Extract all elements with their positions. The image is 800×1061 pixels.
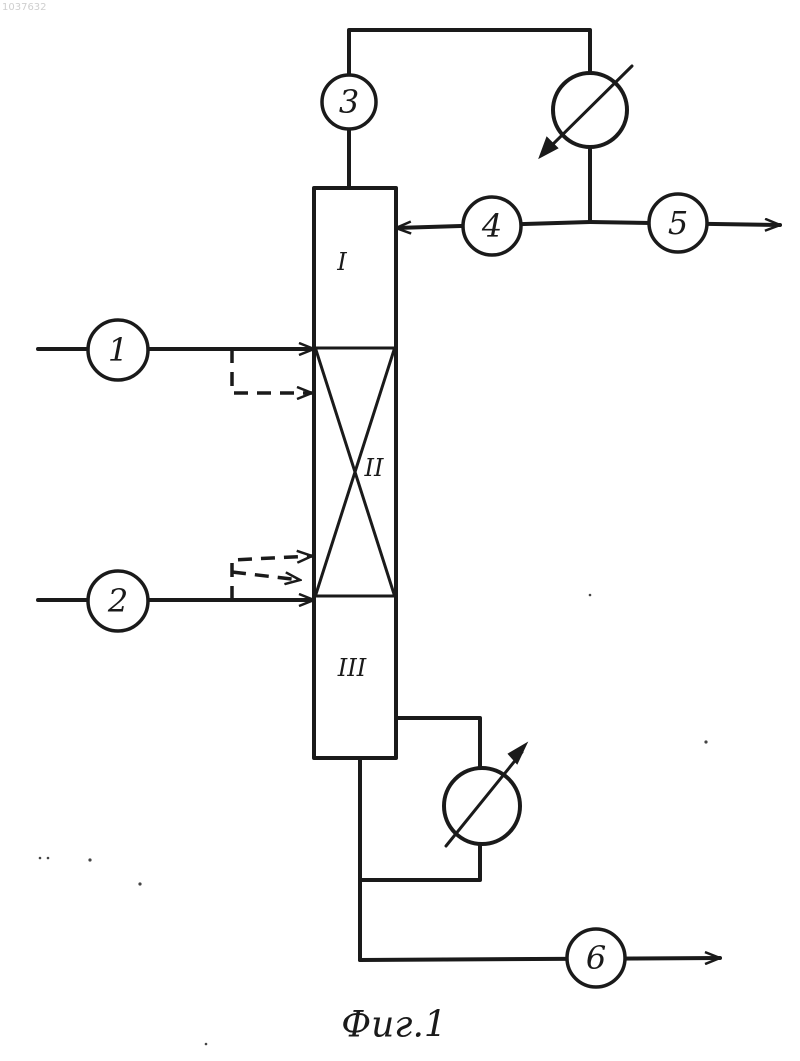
condenser-exchanger [540,66,632,157]
stream-node-4: 4 [463,197,521,255]
svg-text:4: 4 [481,207,502,245]
svg-text:6: 6 [586,939,606,977]
svg-text:5: 5 [668,204,688,242]
zone-label-iii: III [337,654,367,682]
zone-label-i: I [336,248,347,276]
zone-label-ii: II [364,454,384,482]
overhead-loop [349,30,590,222]
svg-text:3: 3 [339,83,359,121]
feed-bypass-1 [232,349,312,393]
stream-node-3: 3 [322,75,376,129]
svg-text:1: 1 [108,331,128,369]
reboiler-exchanger [444,744,526,846]
svg-text:2: 2 [107,582,128,620]
stream-node-5: 5 [649,194,707,252]
figure-caption: Фиг.1 [341,1005,447,1046]
bottoms-line [360,958,720,960]
stream-node-6: 6 [567,929,625,987]
corner-mark: 1037632 [2,2,47,13]
stream-node-2: 2 [88,571,148,631]
feed-bypass-2 [232,556,312,600]
stream-node-1: 1 [88,320,148,380]
